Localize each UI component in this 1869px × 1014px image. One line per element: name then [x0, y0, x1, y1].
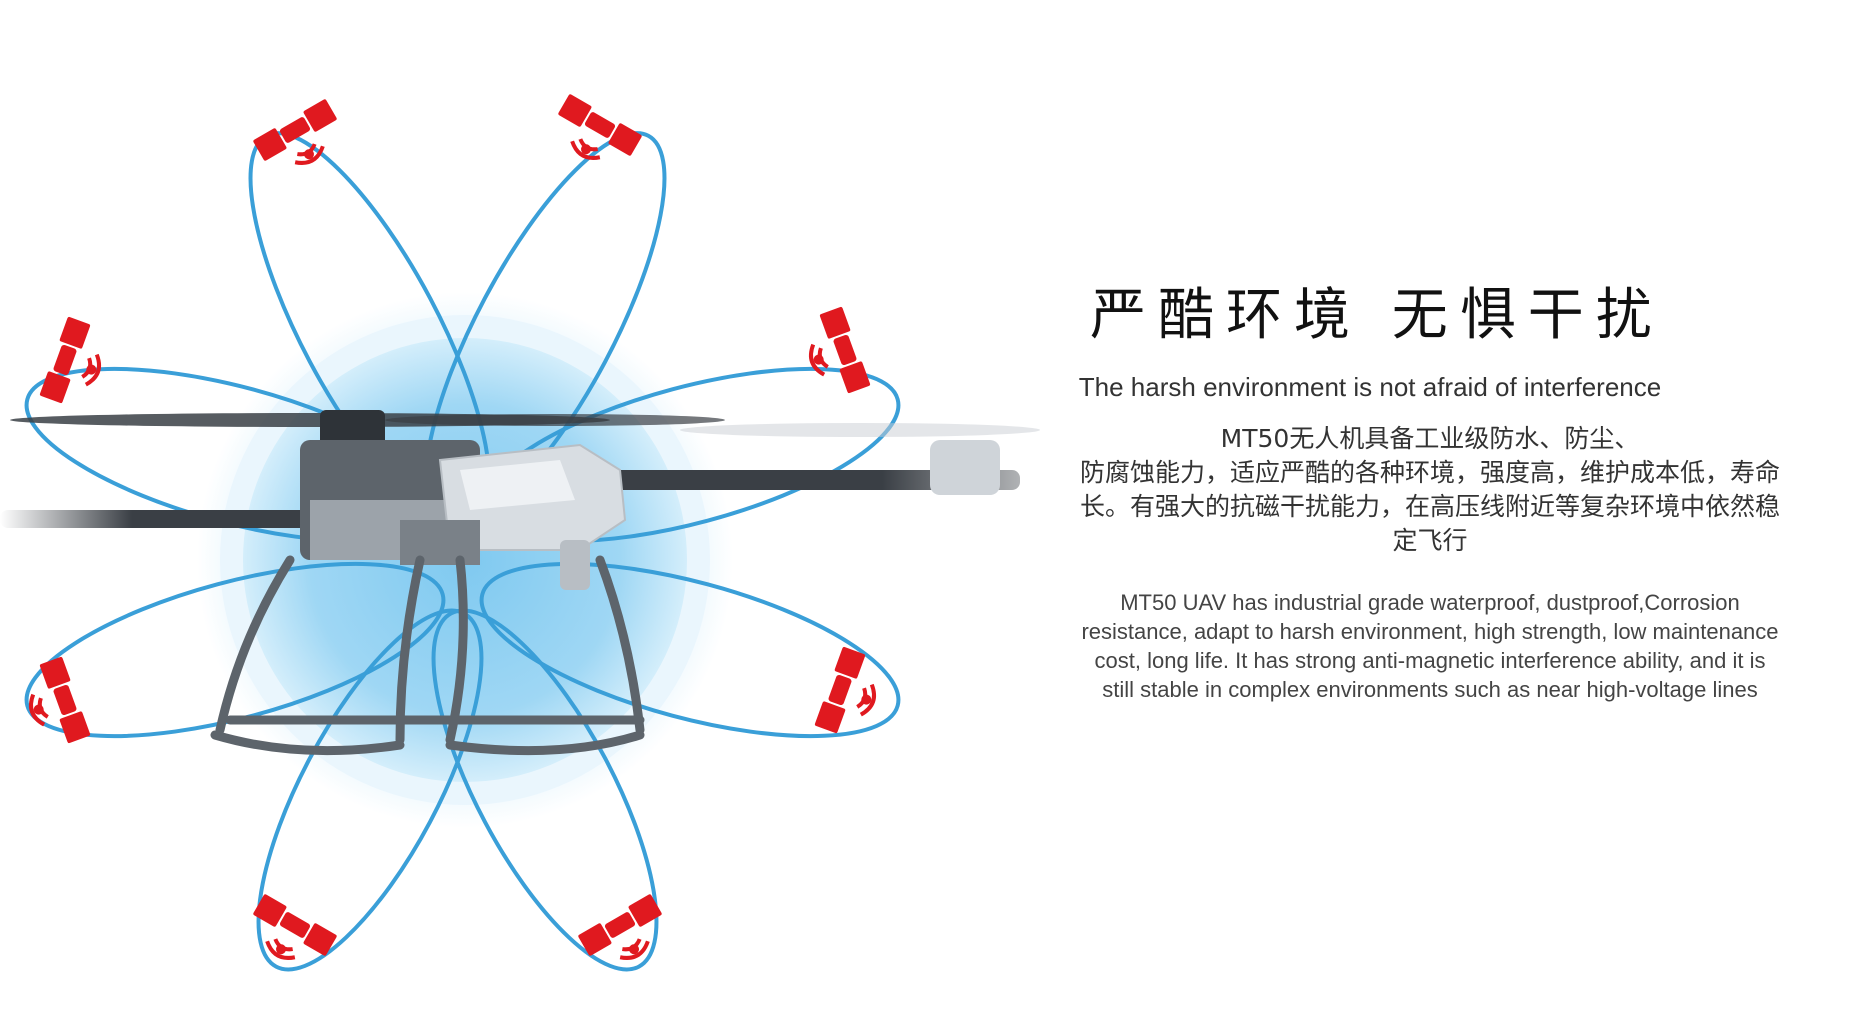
satellite-icon	[39, 316, 101, 404]
cn-line: MT50无人机具备工业级防水、防尘、	[1220, 424, 1640, 453]
satellite-icon	[558, 94, 642, 160]
chinese-description: MT50无人机具备工业级防水、防尘、 防腐蚀能力，适应严酷的各种环境，强度高，维…	[1030, 422, 1830, 558]
satellite-icon	[253, 99, 337, 165]
cn-line: 长。有强大的抗磁干扰能力，在高压线附近等复杂环境中依然稳	[1079, 492, 1780, 521]
cn-line: 防腐蚀能力，适应严酷的各种环境，强度高，维护成本低，寿命	[1079, 458, 1780, 487]
en-line: MT50 UAV has industrial grade waterproof…	[1120, 590, 1740, 615]
drone	[0, 410, 1040, 756]
satellite-icon	[578, 894, 662, 960]
satellite-icon	[29, 656, 91, 744]
subtitle: The harsh environment is not afraid of i…	[1078, 372, 1662, 402]
satellite-group	[29, 94, 876, 960]
english-description: MT50 UAV has industrial grade waterproof…	[1030, 588, 1830, 704]
satellite-icon	[814, 646, 876, 734]
cn-line: 定飞行	[1392, 526, 1468, 555]
drone-shield-illustration	[0, 94, 1040, 972]
en-line: still stable in complex environments suc…	[1102, 677, 1758, 702]
en-line: resistance, adapt to harsh environment, …	[1081, 619, 1779, 644]
en-line: cost, long life. It has strong anti-magn…	[1094, 648, 1766, 673]
satellite-icon	[809, 306, 871, 394]
headline: 严酷环境 无惧干扰	[1090, 283, 1664, 348]
satellite-icon	[253, 894, 337, 960]
